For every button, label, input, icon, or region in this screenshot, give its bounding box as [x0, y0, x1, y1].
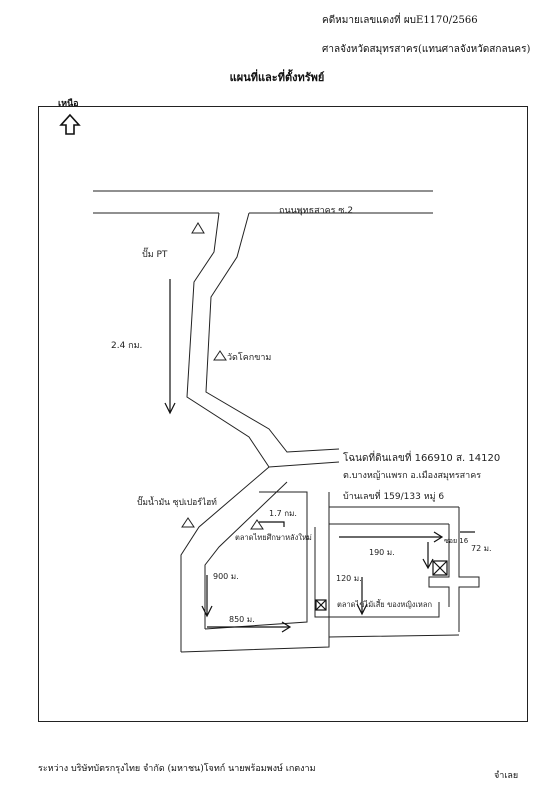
housing-marker-icon — [250, 519, 264, 530]
landmark-markers — [181, 222, 264, 530]
supermarket-label: ปั๊มน้ำมัน ซุปเปอร์ไฮท์ — [137, 495, 217, 508]
soi-label: ซอย 16 — [444, 537, 469, 545]
temple-marker-icon — [213, 350, 227, 361]
property-line3: บ้านเลขที่ 159/133 หมู่ 6 — [343, 489, 444, 502]
case-number: คดีหมายเลขแดงที่ ผบE1170/2566 — [322, 15, 478, 26]
supermarket-marker-icon — [181, 517, 195, 528]
distance-d2: 1.7 กม. — [269, 509, 297, 518]
distance-d7: 72 ม. — [471, 544, 492, 553]
footer-role: จำเลย — [494, 771, 519, 781]
main-road — [93, 190, 433, 214]
map-title: แผนที่และที่ตั้งทรัพย์ — [229, 71, 325, 84]
map-frame: ถนนพุทธสาคร ซ.2 ปั๊ม PT 2.4 กม. วัดโคกขา… — [38, 106, 528, 722]
pt-label: ปั๊ม PT — [142, 247, 168, 260]
distance-d1: 2.4 กม. — [111, 341, 142, 351]
distance-d5: 190 ม. — [369, 548, 395, 557]
north-arrow-icon — [59, 113, 81, 135]
court-name: ศาลจังหวัดสมุทรสาคร(แทนศาลจังหวัดสกลนคร) — [322, 44, 531, 55]
branch-road — [180, 212, 340, 652]
distance-d3: 900 ม. — [213, 572, 239, 581]
road-main-label: ถนนพุทธสาคร ซ.2 — [279, 206, 353, 216]
pt-marker-icon — [191, 222, 205, 234]
housing-label: ตลาดไทยศึกษาหลังใหม่ — [235, 533, 312, 542]
property-line1: โฉนดที่ดินเลขที่ 166910 ส. 14120 — [343, 450, 500, 464]
property-line2: ต.บางหญ้าแพรก อ.เมืองสมุทรสาคร — [343, 470, 481, 481]
property-marker-icon — [315, 560, 448, 611]
north-label: เหนือ — [58, 99, 79, 109]
market-label: ตลาดไข่ไม้เสี้ย ของหญิงเหลก — [337, 599, 432, 609]
map-drawing: ถนนพุทธสาคร ซ.2 ปั๊ม PT 2.4 กม. วัดโคกขา… — [59, 113, 500, 653]
footer-parties: ระหว่าง บริษัทบัตรกรุงไทย จำกัด (มหาชน)โ… — [38, 764, 316, 774]
distance-arrows — [164, 279, 475, 633]
distance-d4: 850 ม. — [229, 615, 255, 624]
lower-roads — [180, 491, 480, 653]
temple-label: วัดโคกขาม — [227, 352, 271, 363]
distance-d6: 120 ม. — [336, 574, 362, 583]
